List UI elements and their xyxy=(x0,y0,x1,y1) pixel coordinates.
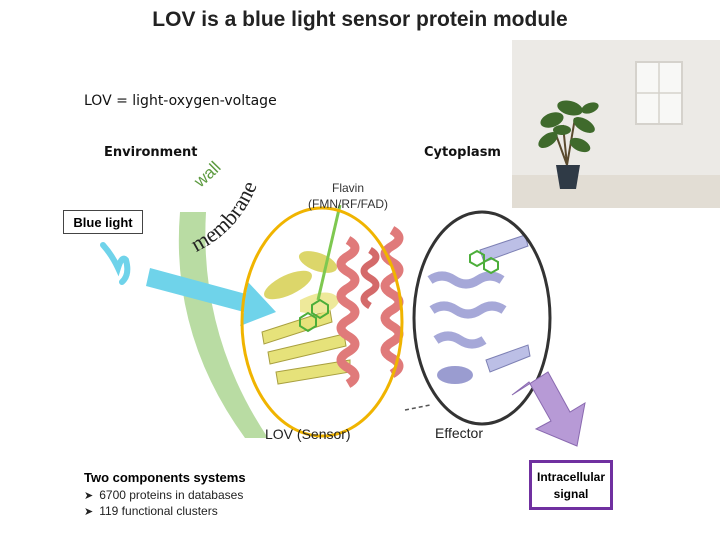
notes-bullet: ➤ 6700 proteins in databases xyxy=(84,488,243,502)
effector-outline xyxy=(412,210,552,426)
membrane-band xyxy=(178,212,268,438)
wall-label: wall xyxy=(190,158,225,192)
intracellular-line2: signal xyxy=(553,487,589,501)
bullet-text: 6700 proteins in databases xyxy=(99,488,244,502)
lov-sensor-label: LOV (Sensor) xyxy=(265,426,351,442)
domain-connector xyxy=(404,404,431,411)
flavin-line2: (FMN/RF/FAD) xyxy=(308,197,388,211)
sensor-outline xyxy=(240,206,404,438)
signal-arrow xyxy=(511,371,586,447)
effector-label: Effector xyxy=(435,425,483,441)
plant-room-photo xyxy=(512,40,720,208)
bullet-arrow-icon: ➤ xyxy=(84,490,94,502)
effector-domain xyxy=(427,234,531,384)
intracellular-signal-box: Intracellular signal xyxy=(529,460,613,510)
flavin-label: Flavin (FMN/RF/FAD) xyxy=(290,180,406,212)
notes-bullet: ➤ 119 functional clusters xyxy=(84,504,218,518)
bullet-text: 119 functional clusters xyxy=(99,504,218,518)
notes-heading: Two components systems xyxy=(84,470,246,485)
environment-label: Environment xyxy=(104,145,198,160)
intracellular-line1: Intracellular xyxy=(536,470,606,484)
cytoplasm-label: Cytoplasm xyxy=(424,145,501,160)
flavin-line1: Flavin xyxy=(331,181,364,195)
slide-title: LOV is a blue light sensor protein modul… xyxy=(152,8,568,31)
flavin-chromophore xyxy=(299,298,329,333)
blue-light-zigzag xyxy=(100,242,131,285)
flavin-pointer xyxy=(316,204,342,301)
effector-ligand xyxy=(469,249,499,275)
lov-definition: LOV = light-oxygen-voltage xyxy=(84,93,277,109)
blue-light-label: Blue light xyxy=(63,210,143,234)
bullet-arrow-icon: ➤ xyxy=(84,506,94,518)
